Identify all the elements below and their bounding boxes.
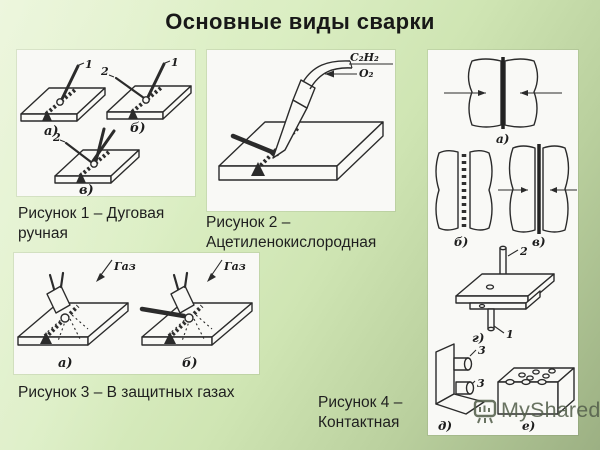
fig1-sublabel-a: а) — [44, 124, 59, 139]
fig1-label-electrode-b: 1 — [171, 56, 179, 69]
fig4-label-n3-bottom: 3 — [477, 377, 485, 390]
fig4-sublabel-d: д) — [438, 419, 452, 433]
fig3-label-gas-a: Газ — [113, 260, 136, 273]
fig4-sublabel-e: е) — [522, 419, 535, 433]
fig4-sublabel-g: г) — [472, 331, 484, 345]
figure-1-panel: 1 1 2 2 а) б) в) — [17, 50, 195, 198]
figure-1-drawing: 1 1 2 2 а) б) в) — [19, 56, 193, 198]
myshared-watermark: MyShared — [472, 397, 600, 424]
fig1-sublabel-b: б) — [130, 121, 146, 136]
figure-3-panel: Газ а) Газ б) — [14, 253, 259, 374]
figure-4-drawing: а) б) в) 2 — [435, 57, 577, 433]
figure-4-panel: а) б) в) 2 — [428, 50, 578, 435]
figure-3-caption: Рисунок 3 – В защитных газах — [18, 384, 235, 401]
fig3-sublabel-b: б) — [182, 356, 198, 371]
fig3-sublabel-a: а) — [58, 356, 73, 371]
fig2-label-gas-top: C₂H₂ — [350, 51, 379, 64]
fig1-label-electrode: 1 — [85, 58, 93, 71]
figure-4-caption: Рисунок 4 – Контактная — [318, 394, 403, 432]
fig4-label-n1: 1 — [506, 328, 514, 341]
figure-1-caption: Рисунок 1 – Дуговая ручная — [18, 205, 165, 243]
fig1-label-rod-b: 2 — [100, 65, 109, 78]
fig4-label-n3-top: 3 — [478, 344, 486, 357]
myshared-logo-icon — [473, 399, 497, 424]
fig4-sublabel-a: а) — [496, 132, 509, 146]
figure-3-drawing: Газ а) Газ б) — [16, 259, 254, 371]
figure-2-panel: C₂H₂ O₂ — [207, 50, 395, 211]
fig1-label-rod-v: 2 — [52, 131, 61, 144]
fig4-sublabel-b: б) — [454, 235, 468, 249]
figure-2-caption: Рисунок 2 – Ацетиленокислородная — [206, 214, 377, 252]
fig2-label-gas-bottom: O₂ — [359, 67, 374, 80]
fig4-sublabel-v: в) — [532, 235, 546, 249]
fig1-sublabel-v: в) — [79, 183, 94, 196]
slide-title: Основные виды сварки — [165, 9, 435, 34]
myshared-watermark-text: MyShared — [501, 398, 600, 422]
fig3-label-gas-b: Газ — [223, 260, 246, 273]
fig4-label-n2: 2 — [519, 245, 528, 258]
figure-2-drawing: C₂H₂ O₂ — [218, 51, 393, 181]
